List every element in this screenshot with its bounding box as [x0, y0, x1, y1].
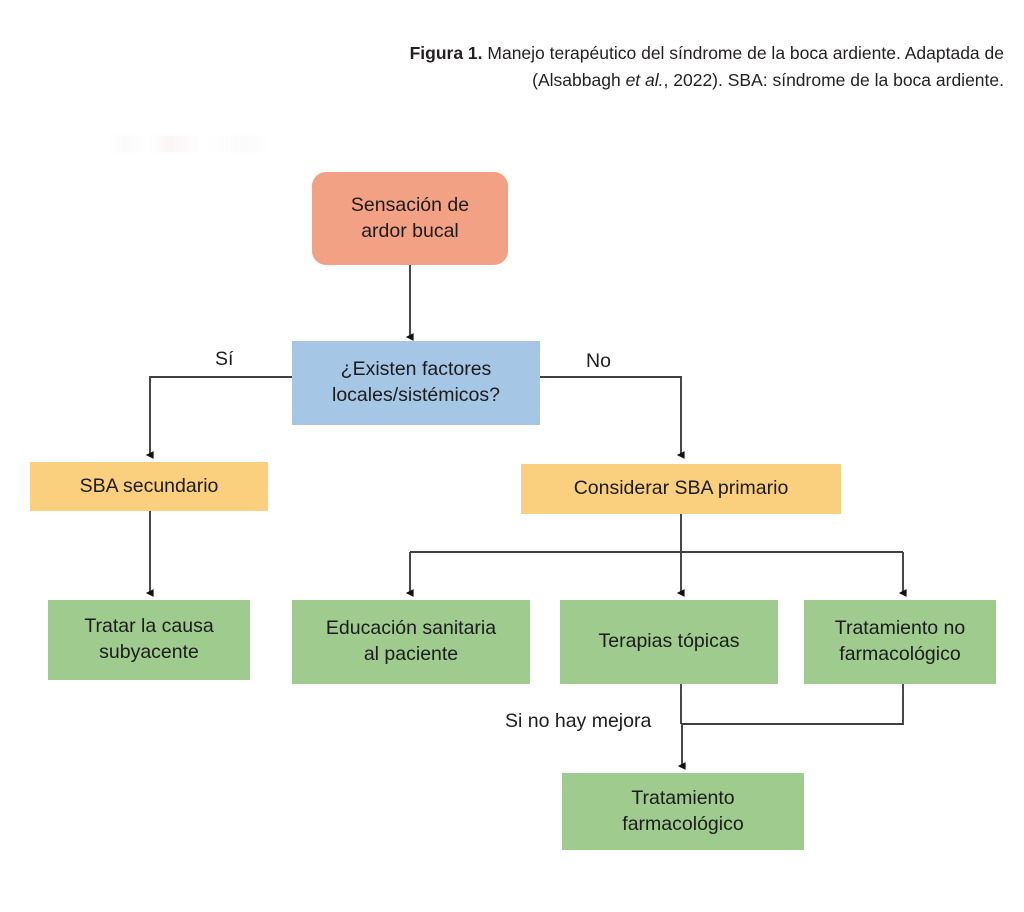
node-label: Tratamiento farmacológico [622, 786, 744, 835]
node-label: Sensación de ardor bucal [350, 193, 470, 242]
edge-non-pharm-to-pharm [677, 684, 904, 770]
caption-line-2-part-a: (Alsabbagh [532, 70, 626, 91]
node-terapias-topicas[interactable]: Terapias tópicas [560, 600, 778, 684]
edge-decision-yes-to-secondary [145, 376, 292, 459]
node-educacion-sanitaria[interactable]: Educación sanitaria al paciente [292, 600, 530, 684]
node-label: Educación sanitaria al paciente [325, 617, 497, 665]
node-considerar-sba-primario[interactable]: Considerar SBA primario [521, 464, 841, 514]
scan-artifact [108, 136, 328, 152]
edge-decision-no-to-primary [540, 376, 685, 459]
node-tratamiento-farmacologico[interactable]: Tratamiento farmacológico [562, 773, 804, 850]
node-label: Considerar SBA primario [573, 477, 789, 500]
node-label: Tratar la causa subyacente [84, 615, 214, 663]
edge-label-yes: Sí [215, 348, 234, 370]
node-tratar-causa-subyacente[interactable]: Tratar la causa subyacente [48, 600, 250, 680]
edge-label-no: No [586, 350, 611, 372]
caption-et-al: et al. [625, 70, 664, 91]
node-label: ¿Existen factores locales/sistémicos? [332, 358, 500, 406]
figure-label: Figura 1. [409, 43, 483, 63]
caption-line-2-part-b: , 2022). SBA: síndrome de la boca ardien… [663, 70, 1004, 91]
node-decision-factores-locales[interactable]: ¿Existen factores locales/sistémicos? [292, 341, 540, 425]
node-label: Terapias tópicas [598, 630, 740, 653]
edge-label-no-improvement: Si no hay mejora [505, 710, 652, 732]
node-sba-secundario[interactable]: SBA secundario [30, 462, 268, 511]
node-tratamiento-no-farmacologico[interactable]: Tratamiento no farmacológico [804, 600, 996, 684]
node-sensacion-ardor-bucal[interactable]: Sensación de ardor bucal [312, 172, 508, 265]
figure-caption: Figura 1. Manejo terapéutico del síndrom… [300, 40, 1004, 94]
caption-line-1: Manejo terapéutico del síndrome de la bo… [482, 43, 1004, 63]
node-label: SBA secundario [79, 474, 219, 497]
node-label: Tratamiento no farmacológico [834, 617, 966, 665]
